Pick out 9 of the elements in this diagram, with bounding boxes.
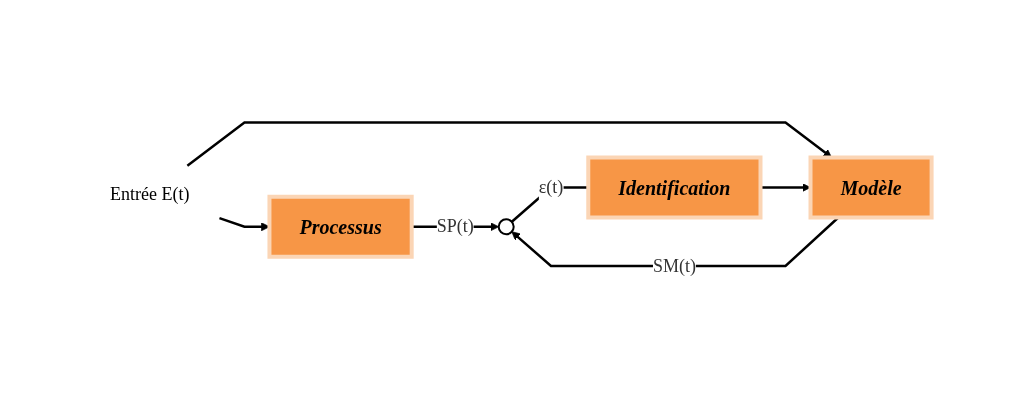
arrow — [186, 121, 832, 167]
node-box: Modèle — [808, 155, 934, 220]
edge-label: ε(t) — [538, 177, 563, 197]
node-box: Processus — [267, 194, 414, 259]
node-box: Identification — [585, 155, 763, 220]
edge-label: SP(t) — [436, 216, 474, 237]
node-text: Entrée E(t) — [109, 183, 190, 204]
node-circle — [497, 218, 515, 236]
edge-label: SM(t) — [652, 255, 696, 276]
